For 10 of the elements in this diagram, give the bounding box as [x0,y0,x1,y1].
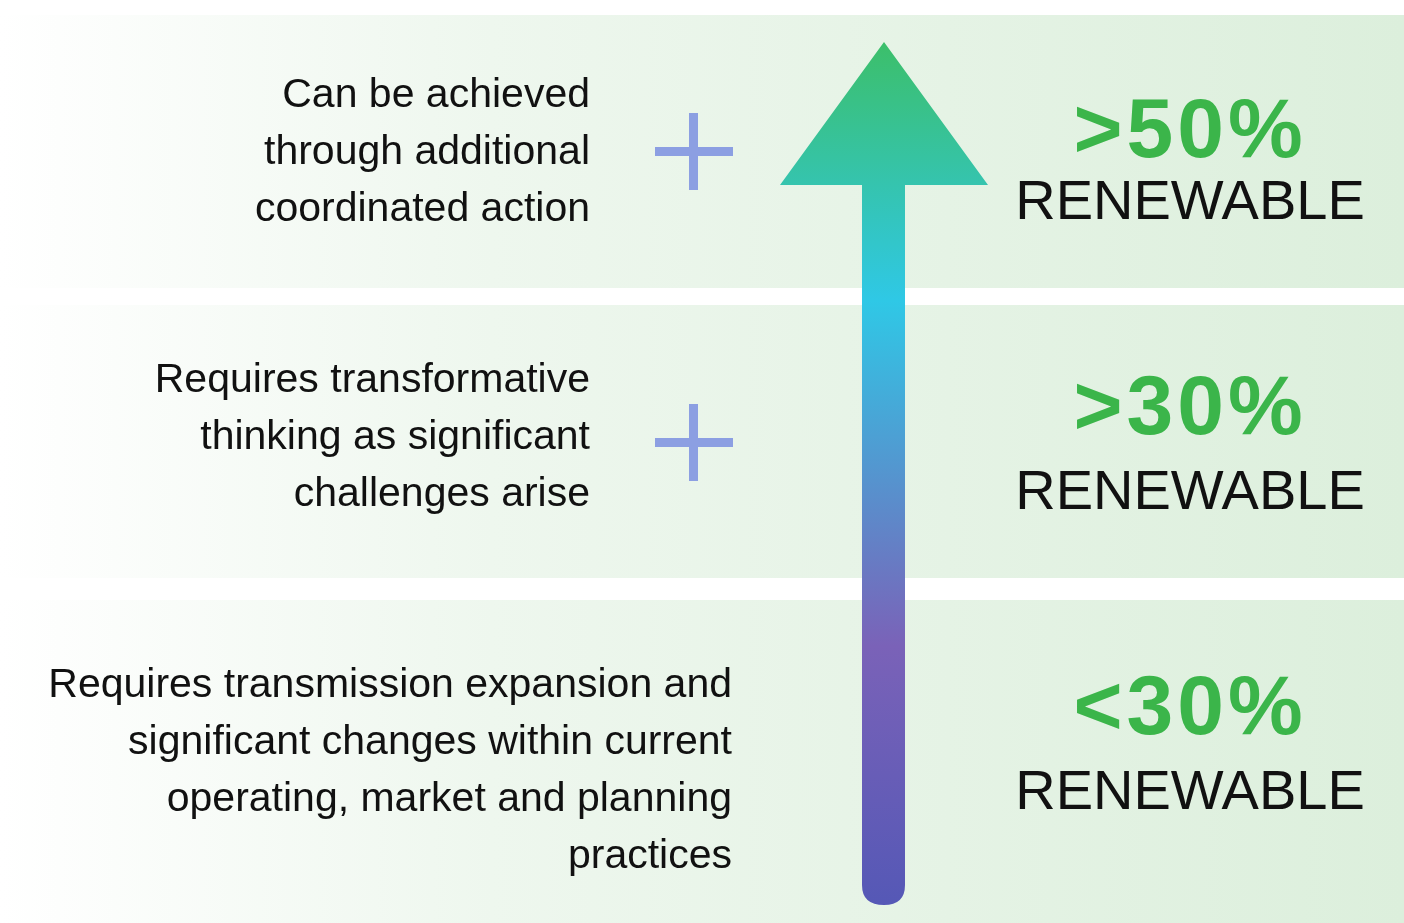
arrow-shape [780,42,988,905]
renewable-text: RENEWABLE [1014,170,1366,230]
description-text: Requires transformative thinking as significant challenges arise [153,354,590,517]
percentage-text: >50% [1072,83,1308,173]
description-text: Can be achieved through additional coordinated action [253,69,590,232]
percentage-text: >30% [1072,360,1308,450]
percentage-text: <30% [1072,660,1308,750]
description-text: Requires transmission expansion and significant changes within current operating, market and planning practices [47,659,732,879]
renewable-text: RENEWABLE [1014,460,1366,520]
renewable-text: RENEWABLE [1014,760,1366,820]
